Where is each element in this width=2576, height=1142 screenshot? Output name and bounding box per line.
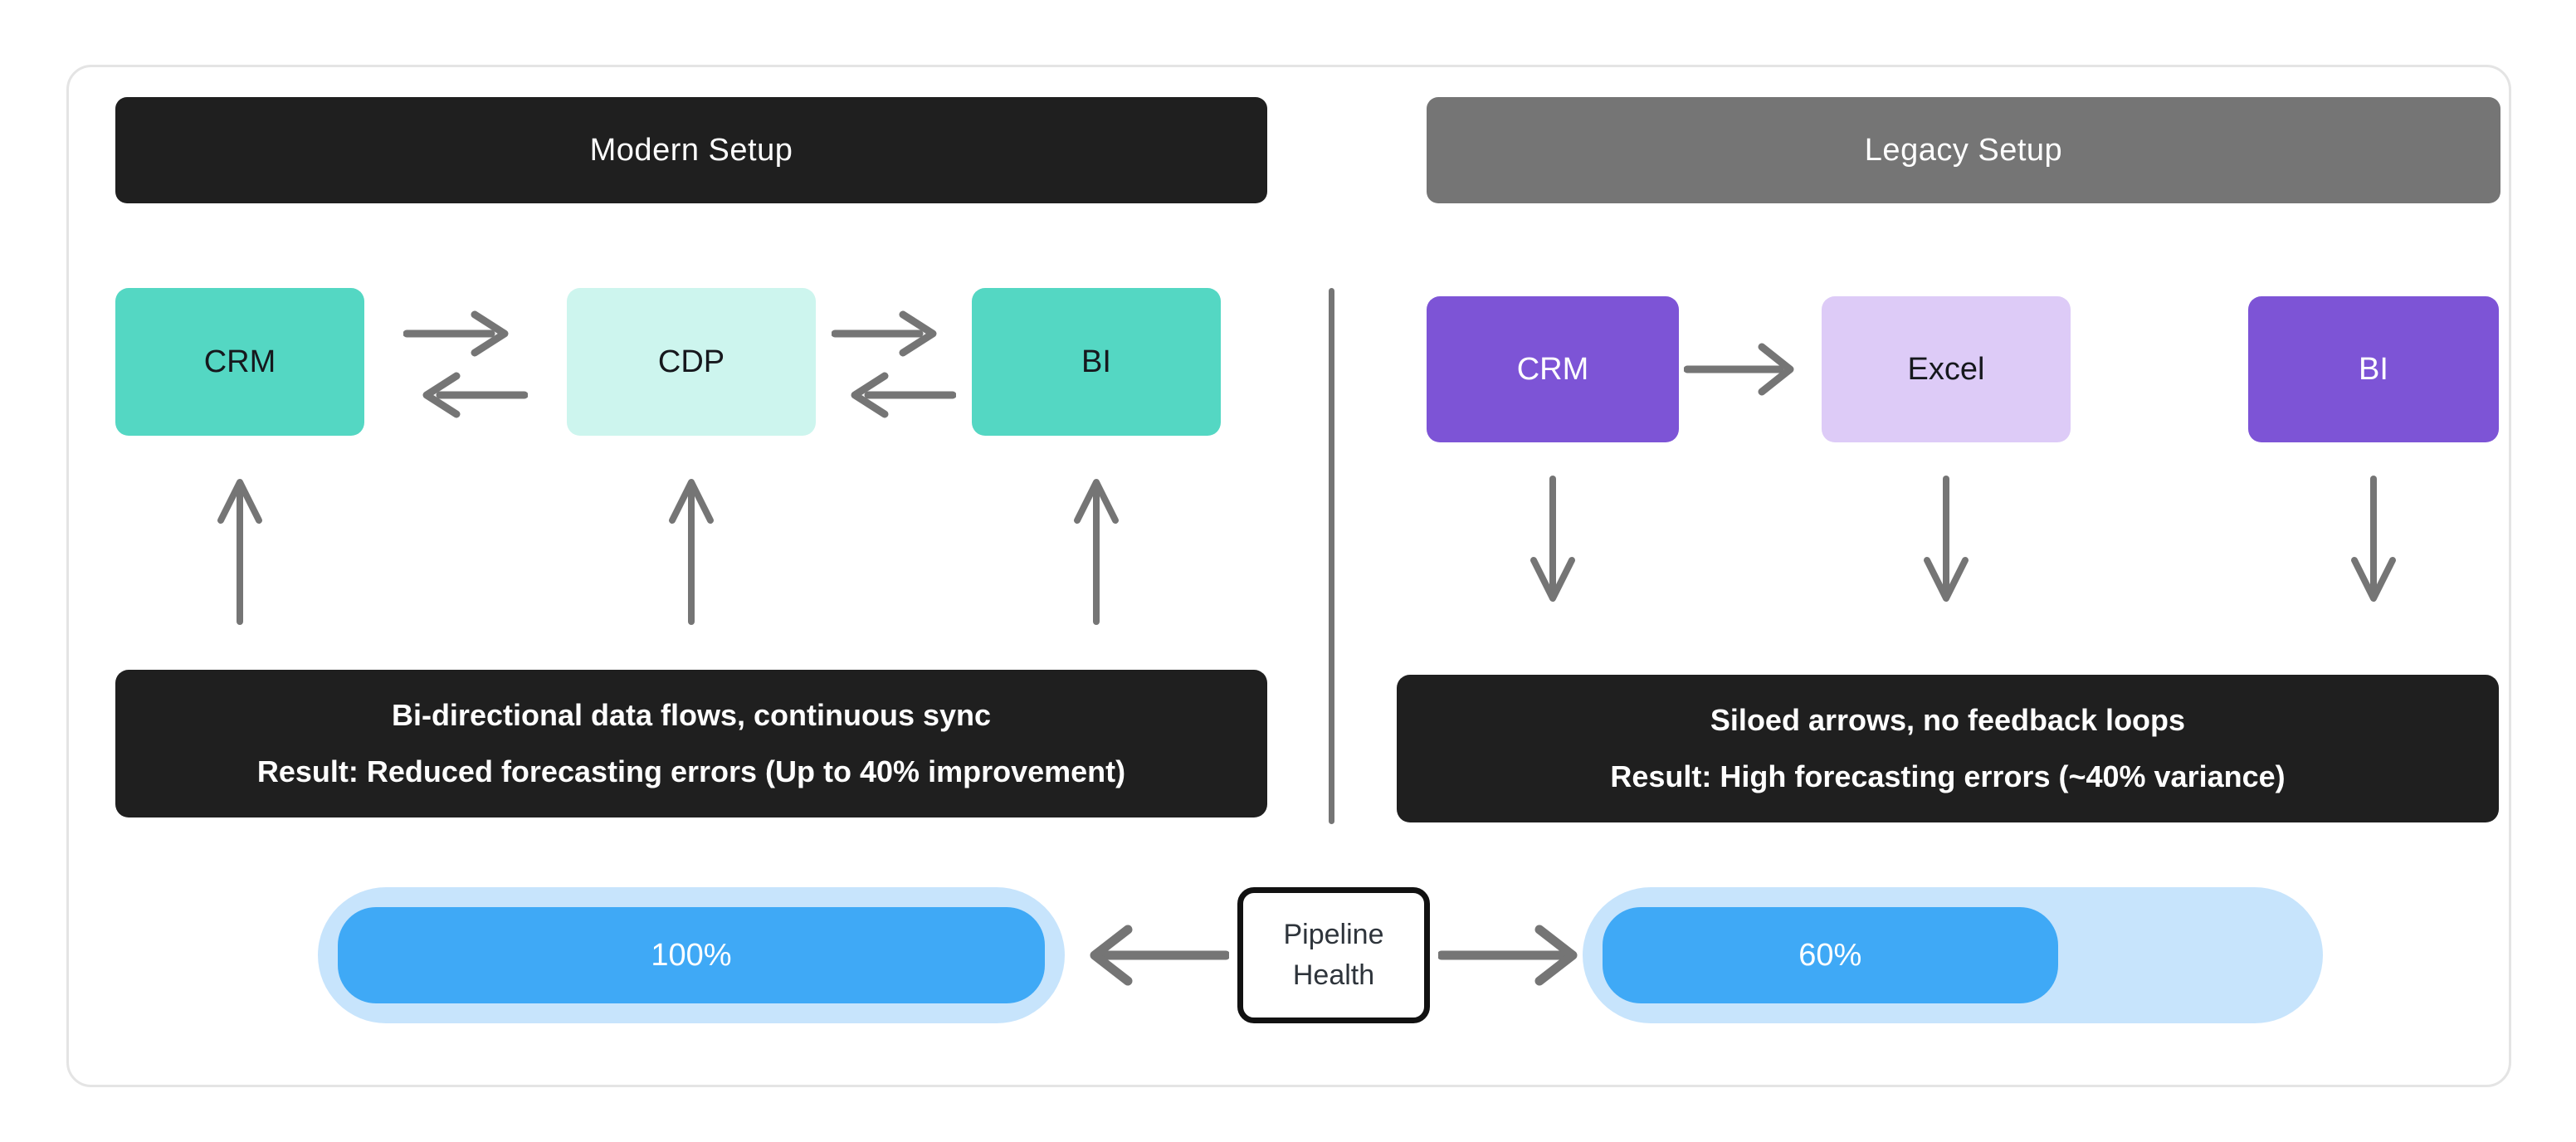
modern-node-bi-label: BI bbox=[1081, 344, 1111, 379]
arrow-right-icon bbox=[1438, 918, 1596, 993]
modern-result-line2: Result: Reduced forecasting errors (Up t… bbox=[256, 754, 1126, 788]
arrow-right-icon bbox=[1684, 340, 1817, 398]
arrow-up-icon bbox=[1067, 472, 1125, 627]
legacy-node-bi: BI bbox=[2248, 296, 2499, 442]
legacy-node-crm-label: CRM bbox=[1516, 351, 1589, 387]
modern-node-cdp: CDP bbox=[567, 288, 816, 436]
modern-node-crm: CRM bbox=[115, 288, 364, 436]
modern-gauge-fill: 100% bbox=[338, 907, 1045, 1003]
legacy-node-bi-label: BI bbox=[2359, 351, 2388, 387]
legacy-gauge-fill: 60% bbox=[1603, 907, 2058, 1003]
arrow-right-icon bbox=[832, 308, 956, 359]
column-divider bbox=[1329, 288, 1334, 824]
modern-node-cdp-label: CDP bbox=[657, 344, 725, 379]
legacy-node-crm: CRM bbox=[1427, 296, 1679, 442]
modern-setup-header-label: Modern Setup bbox=[589, 132, 793, 168]
modern-node-bi: BI bbox=[972, 288, 1221, 436]
arrow-left-icon bbox=[403, 369, 528, 421]
legacy-node-excel-label: Excel bbox=[1907, 351, 1985, 387]
modern-setup-header: Modern Setup bbox=[115, 97, 1267, 203]
legacy-health-gauge: 60% bbox=[1583, 887, 2323, 1023]
legacy-result-box: Siloed arrows, no feedback loops Result:… bbox=[1397, 675, 2499, 822]
arrow-down-icon bbox=[1524, 476, 1582, 608]
arrow-up-icon bbox=[662, 472, 720, 627]
pipeline-health-box: Pipeline Health bbox=[1237, 887, 1430, 1023]
modern-gauge-label: 100% bbox=[651, 937, 732, 973]
arrow-left-icon bbox=[1071, 918, 1229, 993]
pipeline-health-line1: Pipeline bbox=[1283, 918, 1384, 950]
legacy-setup-header: Legacy Setup bbox=[1427, 97, 2500, 203]
diagram-card: Modern Setup Legacy Setup CRM CDP BI CRM… bbox=[66, 65, 2511, 1087]
arrow-right-icon bbox=[403, 308, 528, 359]
legacy-node-excel: Excel bbox=[1822, 296, 2071, 442]
legacy-result-line1: Siloed arrows, no feedback loops bbox=[1710, 703, 2186, 737]
legacy-gauge-label: 60% bbox=[1798, 937, 1862, 973]
legacy-setup-header-label: Legacy Setup bbox=[1864, 132, 2063, 168]
legacy-result-line2: Result: High forecasting errors (~40% va… bbox=[1610, 759, 2286, 793]
modern-result-box: Bi-directional data flows, continuous sy… bbox=[115, 670, 1267, 817]
modern-health-gauge: 100% bbox=[318, 887, 1065, 1023]
pipeline-health-line2: Health bbox=[1292, 959, 1375, 991]
arrow-down-icon bbox=[1917, 476, 1975, 608]
arrow-up-icon bbox=[211, 472, 269, 627]
arrow-left-icon bbox=[832, 369, 956, 421]
modern-node-crm-label: CRM bbox=[203, 344, 276, 379]
arrow-down-icon bbox=[2344, 476, 2403, 608]
modern-result-line1: Bi-directional data flows, continuous sy… bbox=[391, 698, 992, 732]
